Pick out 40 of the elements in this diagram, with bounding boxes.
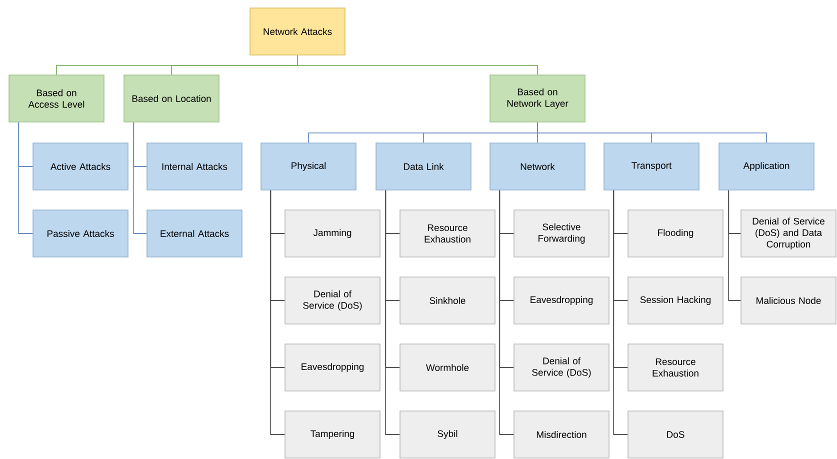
box: Resource Exhaustion xyxy=(628,344,724,392)
box: Eavesdropping xyxy=(514,276,610,324)
box: Passive Attacks xyxy=(32,210,128,258)
box: Data Link xyxy=(376,142,472,190)
box: Application xyxy=(718,142,814,190)
box: Eavesdropping xyxy=(284,344,380,392)
box: Internal Attacks xyxy=(146,142,242,190)
box: Wormhole xyxy=(400,344,496,392)
box: External Attacks xyxy=(146,210,242,258)
connector xyxy=(613,190,628,435)
box: Sinkhole xyxy=(400,276,496,324)
connector xyxy=(297,54,538,76)
box: Resource Exhaustion xyxy=(400,210,496,258)
box: Active Attacks xyxy=(32,142,128,190)
box: Based on Access Level xyxy=(8,74,104,122)
box: Based on Location xyxy=(124,74,220,122)
box: Transport xyxy=(604,142,700,190)
box: Misdirection xyxy=(514,410,610,458)
connector xyxy=(18,122,34,234)
connector xyxy=(499,190,514,435)
box: DoS xyxy=(628,410,724,458)
box: Network xyxy=(490,142,586,190)
box: Selective Forwarding xyxy=(514,210,610,258)
box: Session Hacking xyxy=(628,276,724,324)
box: Tampering xyxy=(284,410,380,458)
connector xyxy=(537,122,767,144)
box: Sybil xyxy=(400,410,496,458)
box: Flooding xyxy=(628,210,724,258)
connector xyxy=(270,190,286,435)
box: Jamming xyxy=(284,210,380,258)
connector xyxy=(728,190,742,301)
box: Denial of Service (DoS) and Data Corruption xyxy=(740,210,836,258)
box: Denial of Service (DoS) xyxy=(284,276,380,324)
box: Network Attacks xyxy=(250,8,346,56)
box: Based on Network Layer xyxy=(490,74,586,122)
box: Malicious Node xyxy=(740,276,836,324)
connector xyxy=(133,122,148,234)
box: Denial of Service (DoS) xyxy=(514,344,610,392)
connector xyxy=(385,190,400,435)
box: Physical xyxy=(260,142,356,190)
